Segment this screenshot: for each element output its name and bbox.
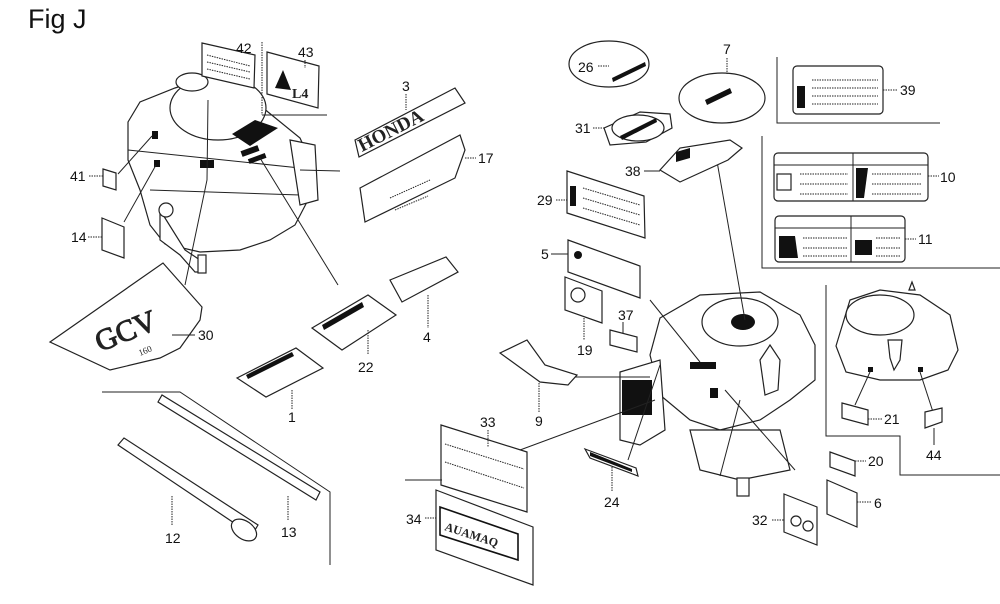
callout-6[interactable]: 6	[874, 495, 882, 511]
svg-text:L4: L4	[292, 87, 308, 102]
right-engine	[619, 291, 816, 497]
part-33-blank-label[interactable]	[440, 424, 528, 513]
part-14-label[interactable]	[101, 217, 125, 259]
callout-38[interactable]: 38	[625, 163, 641, 179]
part-19-label[interactable]	[564, 276, 603, 324]
part-13-tube[interactable]	[157, 394, 321, 501]
gcv-model-text: 160	[137, 343, 154, 358]
callout-24[interactable]: 24	[604, 494, 620, 510]
part-26-oval-label[interactable]	[568, 40, 650, 88]
callout-33[interactable]: 33	[480, 414, 496, 430]
part-31-label[interactable]	[603, 111, 673, 146]
callout-31[interactable]: 31	[575, 120, 591, 136]
part-38-label[interactable]	[659, 139, 743, 183]
callout-29[interactable]: 29	[537, 192, 553, 208]
part-34-label[interactable]: AUAMAQ	[435, 489, 534, 586]
callout-21[interactable]: 21	[884, 411, 900, 427]
part-6-label[interactable]	[826, 479, 858, 528]
callout-5[interactable]: 5	[541, 246, 549, 262]
callout-44[interactable]: 44	[926, 447, 942, 463]
part-37-label[interactable]	[609, 329, 638, 353]
callout-30[interactable]: 30	[198, 327, 214, 343]
callout-41[interactable]: 41	[70, 168, 86, 184]
callout-9[interactable]: 9	[535, 413, 543, 429]
part-39-info-label[interactable]	[792, 65, 884, 115]
callout-7[interactable]: 7	[723, 41, 731, 57]
honda-emblem-text: HONDA	[355, 106, 428, 157]
part-42-warning-label[interactable]	[201, 42, 256, 89]
callout-26[interactable]: 26	[578, 59, 594, 75]
callout-1[interactable]: 1	[288, 409, 296, 425]
figure-title: Fig J	[28, 4, 87, 34]
part-21-label[interactable]	[841, 402, 869, 426]
part-22-gcv-label[interactable]	[310, 294, 398, 351]
callout-42[interactable]: 42	[236, 40, 252, 56]
part-1-model-label[interactable]	[235, 347, 325, 398]
part-41-small-label[interactable]	[102, 168, 117, 191]
callout-32[interactable]: 32	[752, 512, 768, 528]
part-5-label[interactable]	[567, 239, 641, 299]
part-17-honda-decal[interactable]	[359, 134, 466, 223]
callout-labels: 42 43 3 17 41 14 30 22 4 1 12 13 26 7 31…	[70, 40, 956, 546]
callout-12[interactable]: 12	[165, 530, 181, 546]
callout-17[interactable]: 17	[478, 150, 494, 166]
callout-11[interactable]: 11	[918, 231, 933, 247]
part-10-warning-label[interactable]	[773, 152, 929, 202]
part-24-strip[interactable]	[583, 447, 639, 477]
callout-34[interactable]: 34	[406, 511, 422, 527]
left-engine	[127, 72, 319, 274]
right-engine-inset	[835, 280, 959, 381]
part-43-hazard-label[interactable]: L4	[266, 51, 320, 109]
callout-22[interactable]: 22	[358, 359, 374, 375]
callout-43[interactable]: 43	[298, 44, 314, 60]
callout-14[interactable]: 14	[71, 229, 87, 245]
part-29-info-label[interactable]	[566, 170, 646, 239]
part-7-oval-label[interactable]	[678, 72, 766, 124]
part-20-label[interactable]	[829, 451, 856, 477]
callout-4[interactable]: 4	[423, 329, 431, 345]
callout-3[interactable]: 3	[402, 78, 410, 94]
callout-20[interactable]: 20	[868, 453, 884, 469]
callout-10[interactable]: 10	[940, 169, 956, 185]
callout-39[interactable]: 39	[900, 82, 916, 98]
part-9-label[interactable]	[498, 339, 579, 386]
part-4-label[interactable]	[389, 256, 459, 303]
part-11-warning-label[interactable]	[774, 215, 906, 263]
callout-37[interactable]: 37	[618, 307, 634, 323]
callout-19[interactable]: 19	[577, 342, 593, 358]
part-30-gcv-decal[interactable]: GCV 160	[48, 262, 203, 371]
part-44-label[interactable]	[924, 407, 943, 429]
part-32-label[interactable]	[783, 493, 818, 546]
callout-13[interactable]: 13	[281, 524, 297, 540]
part-12-tool[interactable]	[117, 437, 261, 545]
